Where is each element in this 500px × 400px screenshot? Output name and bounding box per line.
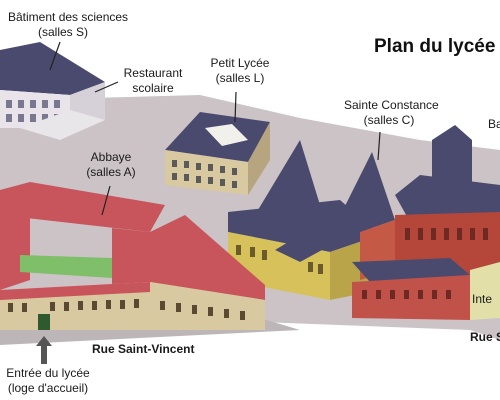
entrance-door (38, 314, 50, 330)
label-batiment-sciences: Bâtiment des sciences (salles S) (8, 10, 129, 39)
leader-lines (49, 41, 381, 216)
street-label-saint-vincent: Rue Saint-Vincent (92, 342, 195, 356)
building-sciences (0, 42, 105, 140)
building-abbaye (0, 182, 265, 330)
building-brick-right (352, 175, 500, 320)
label-restaurant: Restaurant scolaire (123, 66, 183, 95)
street-label-right-partial: Rue S (470, 330, 500, 344)
label-abbaye: Abbaye (salles A) (86, 150, 136, 179)
label-partial-right-mid: Inte (472, 292, 493, 306)
entrance-arrow-icon (36, 336, 52, 364)
map-title: Plan du lycée (374, 36, 496, 57)
label-entree: Entrée du lycée (loge d'accueil) (6, 366, 90, 395)
label-sainte-constance: Sainte Constance (salles C) (344, 98, 439, 127)
building-petit-lycee (165, 112, 270, 195)
label-petit-lycee: Petit Lycée (salles L) (210, 56, 270, 85)
label-partial-right-top: Ba (488, 117, 500, 131)
